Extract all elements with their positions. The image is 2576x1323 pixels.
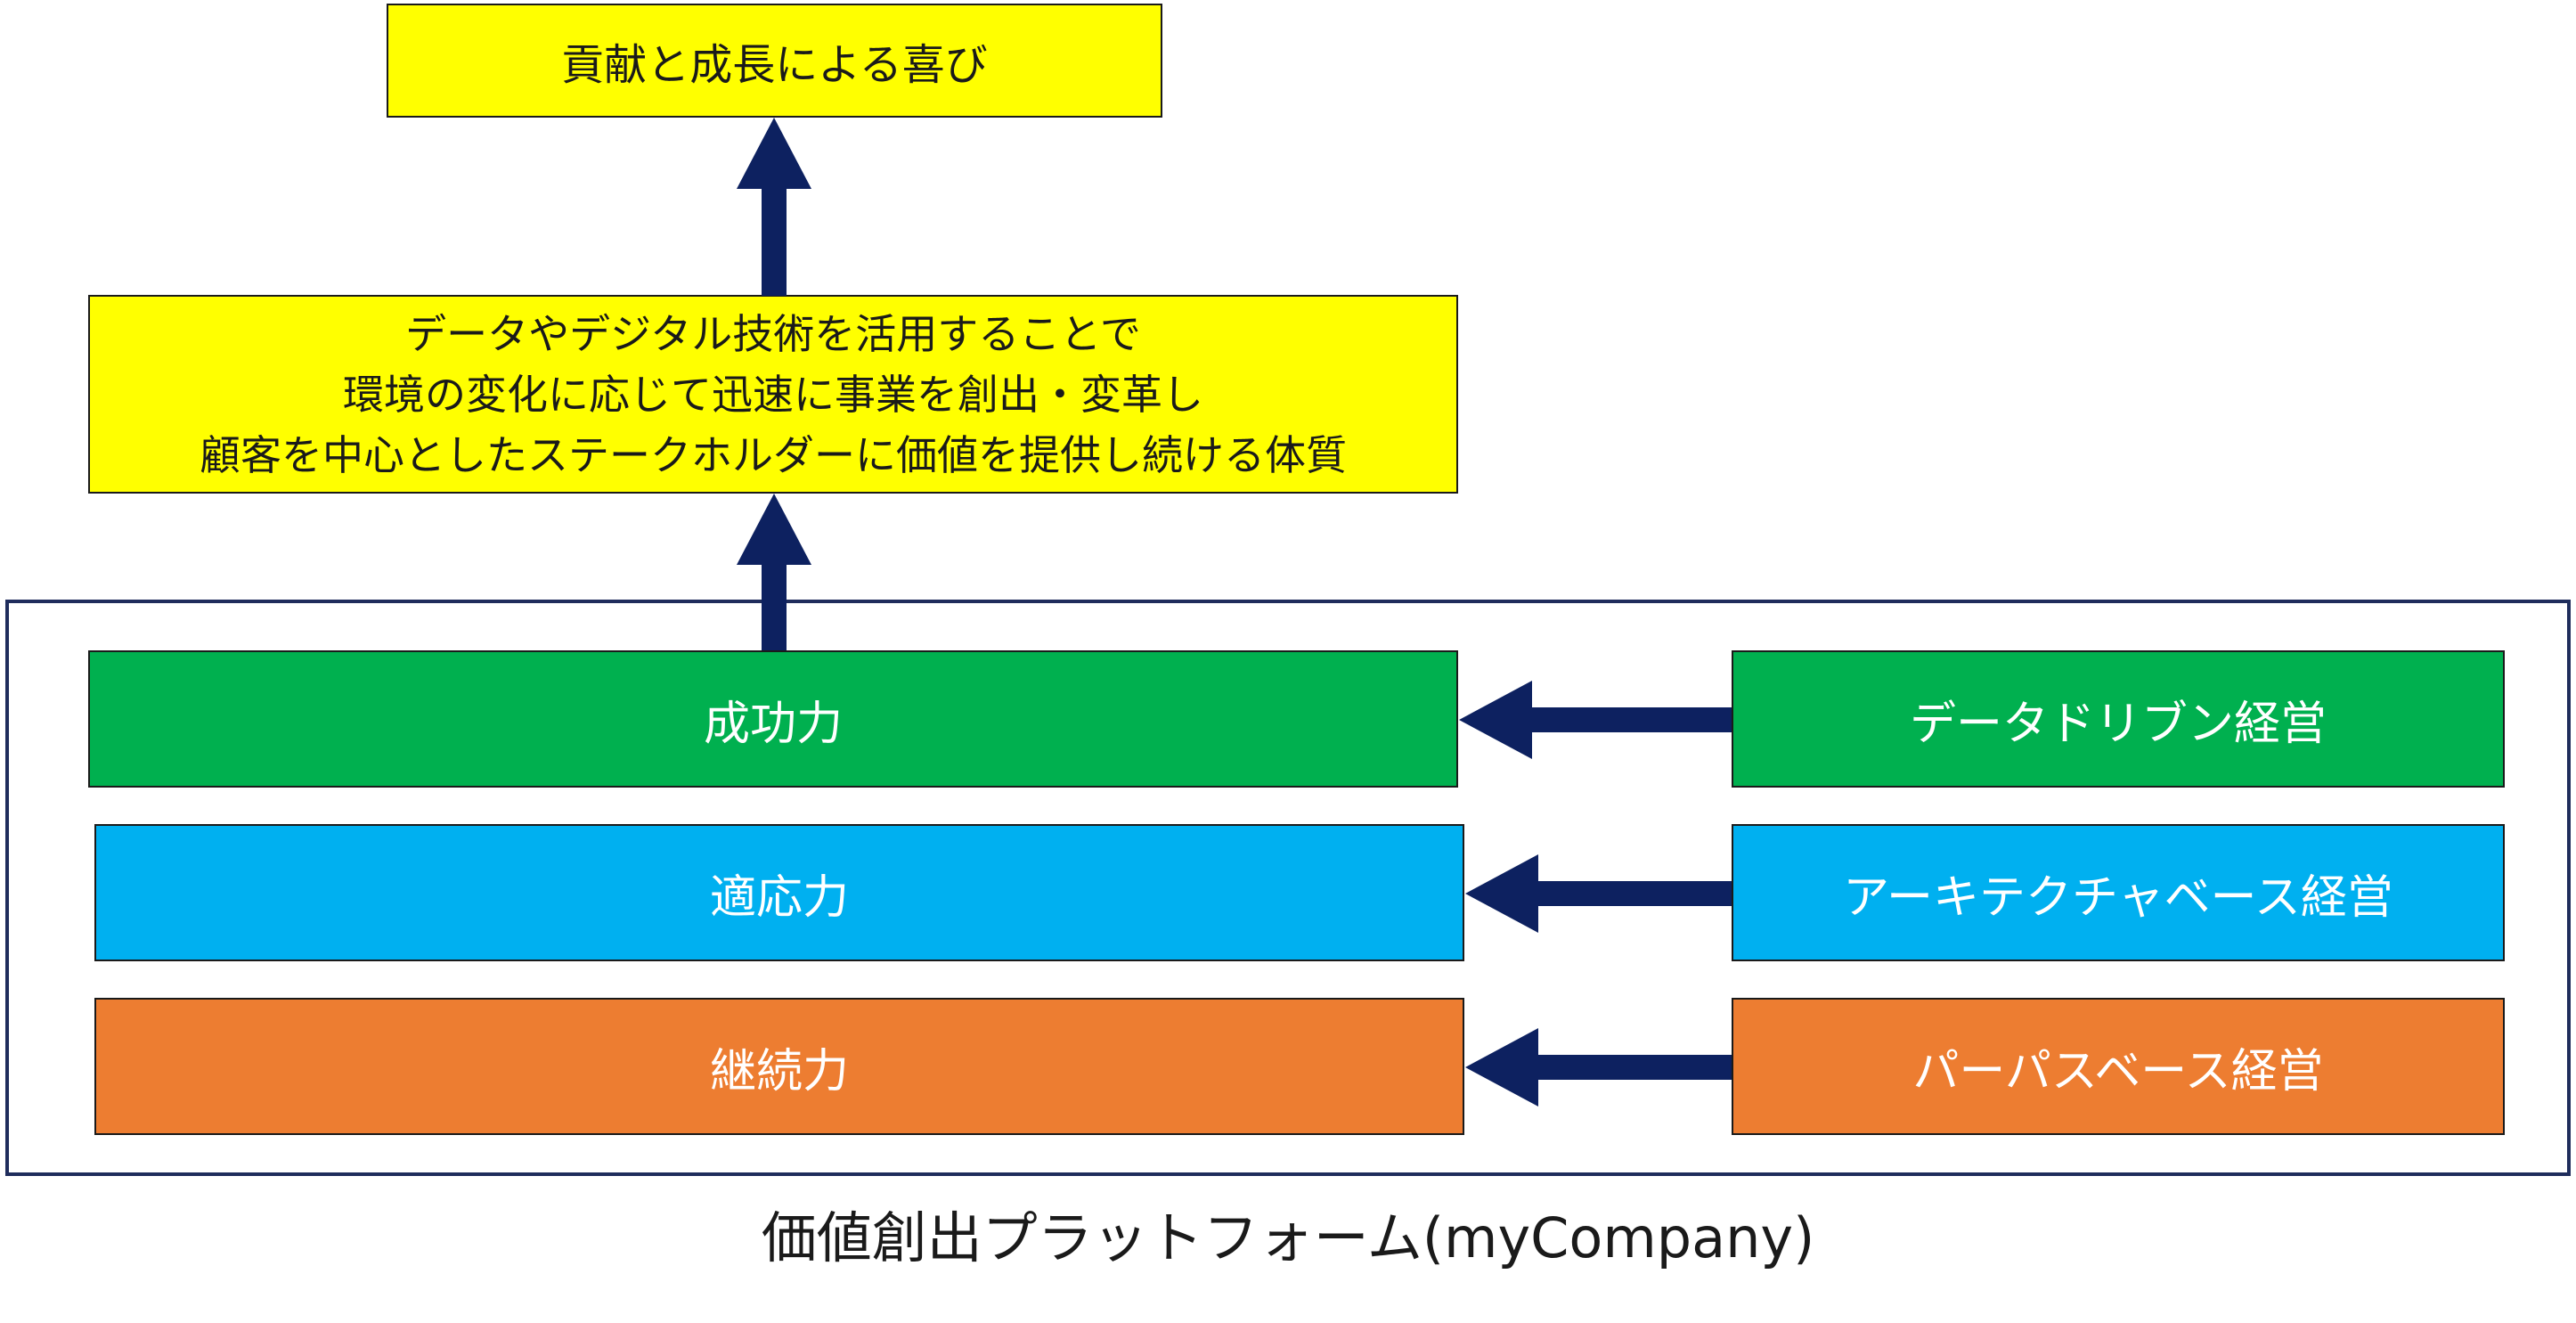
capability-adapt-label: 適応力 [709, 870, 849, 925]
capability-success-box: 成功力 [88, 650, 1458, 788]
platform-label: 価値創出プラットフォーム(myCompany) [761, 1205, 1815, 1270]
mgmt-architecture-box: アーキテクチャベース経営 [1732, 824, 2505, 961]
capability-sustain-label: 継続力 [709, 1044, 849, 1098]
arrow-culture-to-goal [737, 118, 811, 296]
goal-label: 貢献と成長による喜び [561, 40, 988, 90]
culture-line-2: 環境の変化に応じて迅速に事業を創出・変革し [343, 370, 1203, 419]
goal-box: 貢献と成長による喜び [387, 4, 1162, 118]
mgmt-purpose-label: パーパスベース経営 [1912, 1044, 2324, 1098]
platform-frame [5, 600, 2571, 1176]
capability-adapt-box: 適応力 [94, 824, 1464, 961]
culture-box: データやデジタル技術を活用することで 環境の変化に応じて迅速に事業を創出・変革し… [88, 295, 1458, 494]
mgmt-purpose-box: パーパスベース経営 [1732, 998, 2505, 1135]
mgmt-architecture-label: アーキテクチャベース経営 [1843, 870, 2393, 925]
mgmt-data-driven-box: データドリブン経営 [1732, 650, 2505, 788]
capability-sustain-box: 継続力 [94, 998, 1464, 1135]
culture-line-1: データやデジタル技術を活用することで [405, 309, 1141, 358]
capability-success-label: 成功力 [703, 697, 843, 751]
mgmt-data-driven-label: データドリブン経営 [1909, 697, 2327, 751]
culture-line-3: 顧客を中心としたステークホルダーに価値を提供し続ける体質 [200, 430, 1347, 479]
